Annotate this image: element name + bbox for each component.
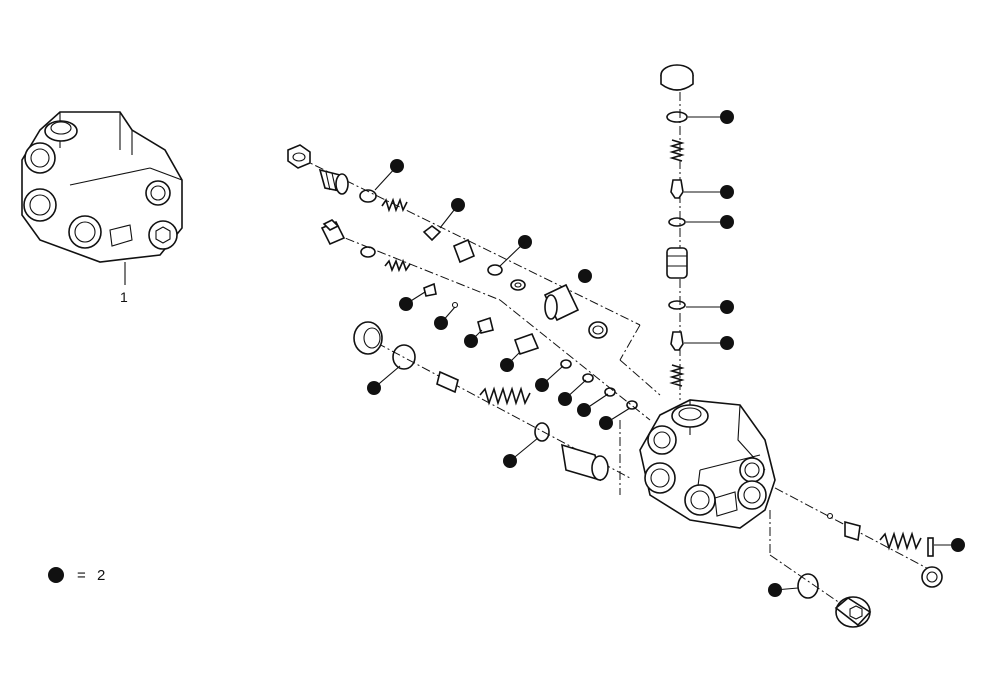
legend: = 2 (48, 567, 105, 584)
upper-row-parts (287, 144, 608, 339)
assembly-centerlines (299, 75, 941, 611)
assembled-valve-body (21, 111, 183, 263)
quantity-dot (558, 379, 587, 406)
vertical-stack-parts (660, 64, 694, 387)
middle-row-parts (320, 219, 638, 410)
quantity-dot (500, 351, 521, 372)
quantity-dot (464, 329, 483, 348)
quantity-dot (535, 365, 564, 392)
legend-equals: = (77, 567, 86, 584)
quantity-dot (577, 393, 609, 417)
quantity-dot (684, 336, 734, 350)
quantity-dot (374, 159, 404, 191)
quantity-dot (684, 185, 734, 199)
quantity-dot (434, 306, 456, 330)
assembly-callout-number: 1 (120, 289, 128, 305)
quantity-dot (503, 437, 539, 468)
right-side-parts (797, 512, 943, 628)
main-valve-body (639, 399, 776, 529)
quantity-dot (439, 198, 465, 229)
legend-quantity-value: 2 (97, 567, 105, 584)
quantity-dot (686, 300, 734, 314)
quantity-dot (688, 110, 734, 124)
quantity-dot (599, 407, 631, 430)
quantity-dot (367, 365, 401, 395)
quantity-dot (686, 215, 734, 229)
quantity-dot (399, 291, 426, 311)
quantity-markers (367, 110, 965, 597)
lower-row-parts (353, 321, 609, 482)
legend-dot-icon (48, 567, 64, 583)
quantity-dot (934, 538, 965, 552)
quantity-dot (499, 235, 532, 267)
quantity-dot (578, 269, 592, 283)
quantity-dot (768, 583, 799, 597)
